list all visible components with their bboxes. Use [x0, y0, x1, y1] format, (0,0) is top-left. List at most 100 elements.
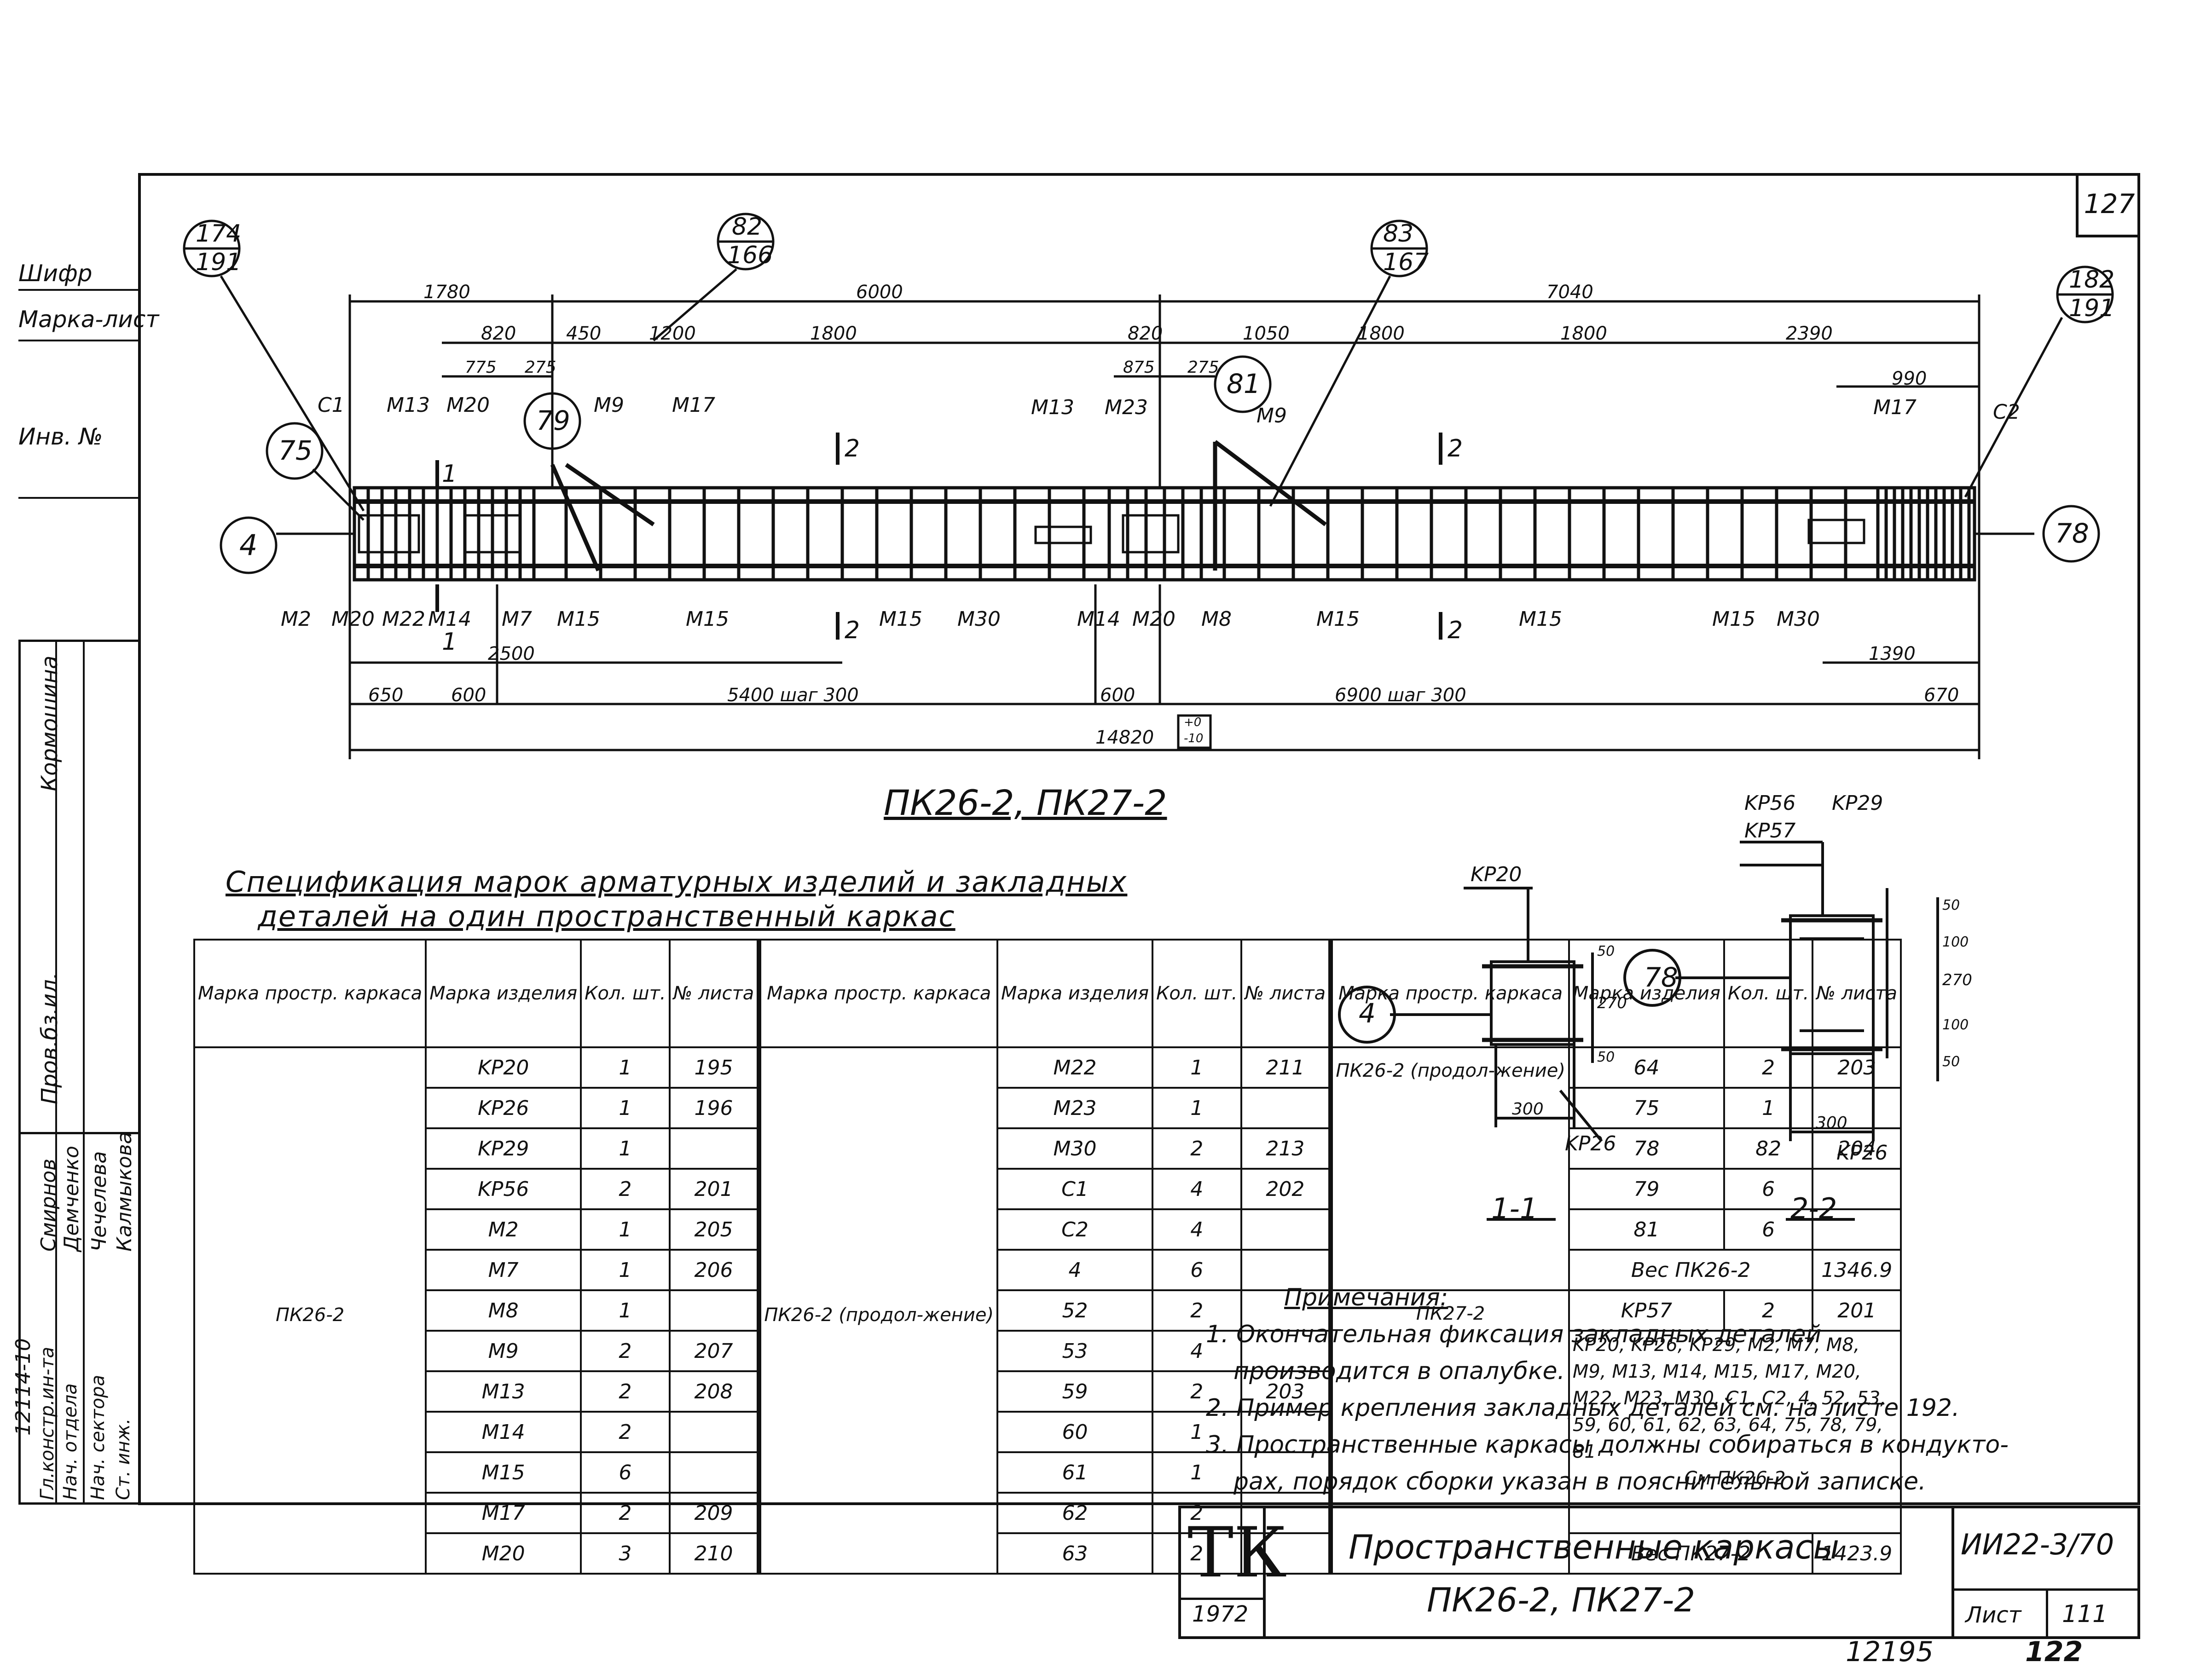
- table-cell: M2: [425, 1208, 582, 1251]
- dim-text: 875: [1123, 358, 1155, 377]
- table-cell: 213: [1240, 1127, 1332, 1170]
- table-cell: [668, 1289, 760, 1332]
- note-line: 3. Пространственные каркасы должны собир…: [1206, 1431, 2009, 1459]
- dim-text: 5400 шаг 300: [727, 685, 859, 706]
- dim-text: 1800: [1358, 323, 1405, 344]
- part-label: M15: [557, 607, 600, 631]
- dim-text: 820: [1128, 323, 1163, 344]
- field-inv-no: Инв. №: [18, 423, 103, 450]
- callout-top: 82: [732, 213, 763, 241]
- table-cell: [1240, 1411, 1332, 1453]
- header-cell: № листа: [1240, 939, 1332, 1048]
- part-label: M15: [686, 607, 729, 631]
- part-label: M17: [1873, 396, 1917, 419]
- part-label: M15: [1316, 607, 1360, 631]
- table-cell: 2: [580, 1492, 671, 1534]
- callout-bottom: 191: [196, 248, 242, 276]
- signature-strip: [18, 640, 139, 1505]
- table-cell: 2: [580, 1370, 671, 1413]
- table-cell: 2: [1152, 1532, 1242, 1575]
- table-cell: 82: [1723, 1127, 1814, 1170]
- table-cell: 2: [1723, 1289, 1814, 1332]
- table-cell: [668, 1127, 760, 1170]
- table-cell: 4: [1152, 1208, 1242, 1251]
- table-cell: 204: [1812, 1127, 1902, 1170]
- table-cell: 64: [1568, 1046, 1725, 1089]
- table-cell: 1: [580, 1087, 671, 1129]
- table-cell: [668, 1451, 760, 1494]
- table-cell: 61: [996, 1451, 1154, 1494]
- table-cell: 2: [1152, 1492, 1242, 1534]
- table-cell: M13: [425, 1370, 582, 1413]
- dim-text: 450: [566, 323, 602, 344]
- field-divider: [18, 340, 139, 341]
- part-label: M23: [1105, 396, 1148, 419]
- note-line: 1. Окончательная фиксация закладных дета…: [1206, 1321, 1822, 1348]
- strip-divider: [55, 640, 57, 1505]
- table-cell: [1240, 1532, 1332, 1575]
- part-label: M13: [387, 393, 430, 417]
- dim-text: 6900 шаг 300: [1335, 685, 1466, 706]
- callout-bottom: 166: [727, 242, 773, 269]
- table-cell: 4: [996, 1249, 1154, 1291]
- section-mark: 2: [1448, 435, 1463, 462]
- tb-sheet-value: 111: [2062, 1600, 2108, 1628]
- dim-text: 275: [1187, 358, 1219, 377]
- table-cell: 2: [1152, 1370, 1242, 1413]
- table-cell: [1240, 1451, 1332, 1494]
- table-cell: [1240, 1330, 1332, 1372]
- table-cell: M22: [996, 1046, 1154, 1089]
- dim-text: 7040: [1546, 282, 1593, 303]
- table-cell: C2: [996, 1208, 1154, 1251]
- table-cell-see: См ПК26-2: [1684, 1468, 1786, 1489]
- part-label: M14: [1077, 607, 1120, 631]
- table-cell: 1: [580, 1046, 671, 1089]
- section-label: KP20: [1471, 863, 1522, 886]
- section-mark: 2: [845, 617, 860, 644]
- dim-text: 1050: [1243, 323, 1290, 344]
- part-label: M9: [1257, 404, 1287, 427]
- bottom-mark: 122: [2025, 1636, 2083, 1668]
- callout-top: 83: [1383, 220, 1414, 248]
- tb-title-line2: ПК26-2, ПК27-2: [1427, 1581, 1696, 1619]
- section-label: KP56: [1744, 791, 1796, 815]
- dim-text: 2500: [488, 643, 535, 664]
- table-cell: 52: [996, 1289, 1154, 1332]
- table-cell: 1: [580, 1289, 671, 1332]
- part-label: M20: [1132, 607, 1175, 631]
- dim-text: 600: [451, 685, 486, 706]
- dim-text: 6000: [856, 282, 903, 303]
- table-cell: KP57: [1568, 1289, 1725, 1332]
- drawing-caption: ПК26-2, ПК27-2: [884, 782, 1167, 823]
- circle-label: 81: [1227, 368, 1261, 399]
- dim-text: 2390: [1786, 323, 1833, 344]
- table-cell: 4: [1152, 1168, 1242, 1210]
- table-cell: KP26: [425, 1087, 582, 1129]
- tk-logo: ТК: [1187, 1513, 1287, 1593]
- field-divider: [18, 497, 139, 499]
- table-cell: 81: [1568, 1208, 1725, 1251]
- dim-text: 1800: [1560, 323, 1607, 344]
- table-cell: 6: [1723, 1208, 1814, 1251]
- table-cell: 60: [996, 1411, 1154, 1453]
- part-label: C1: [318, 393, 345, 417]
- table-cell: 202: [1240, 1168, 1332, 1210]
- table-cell: 211: [1240, 1046, 1332, 1089]
- part-label: M22: [382, 607, 425, 631]
- section-dim: 270: [1942, 971, 1972, 989]
- table-cell: 2: [1152, 1127, 1242, 1170]
- section-label: KP57: [1744, 819, 1796, 843]
- table-cell: M14: [425, 1411, 582, 1453]
- field-divider: [18, 289, 139, 291]
- table-cell: 207: [668, 1330, 760, 1372]
- header-cell: Марка простр. каркаса: [757, 939, 999, 1048]
- part-label: M13: [1031, 396, 1074, 419]
- section-dim: 50: [1942, 1054, 1960, 1070]
- table-cell: 59: [996, 1370, 1154, 1413]
- part-label: M30: [957, 607, 1001, 631]
- note-line: 2. Пример крепления закладных деталей см…: [1206, 1394, 1960, 1422]
